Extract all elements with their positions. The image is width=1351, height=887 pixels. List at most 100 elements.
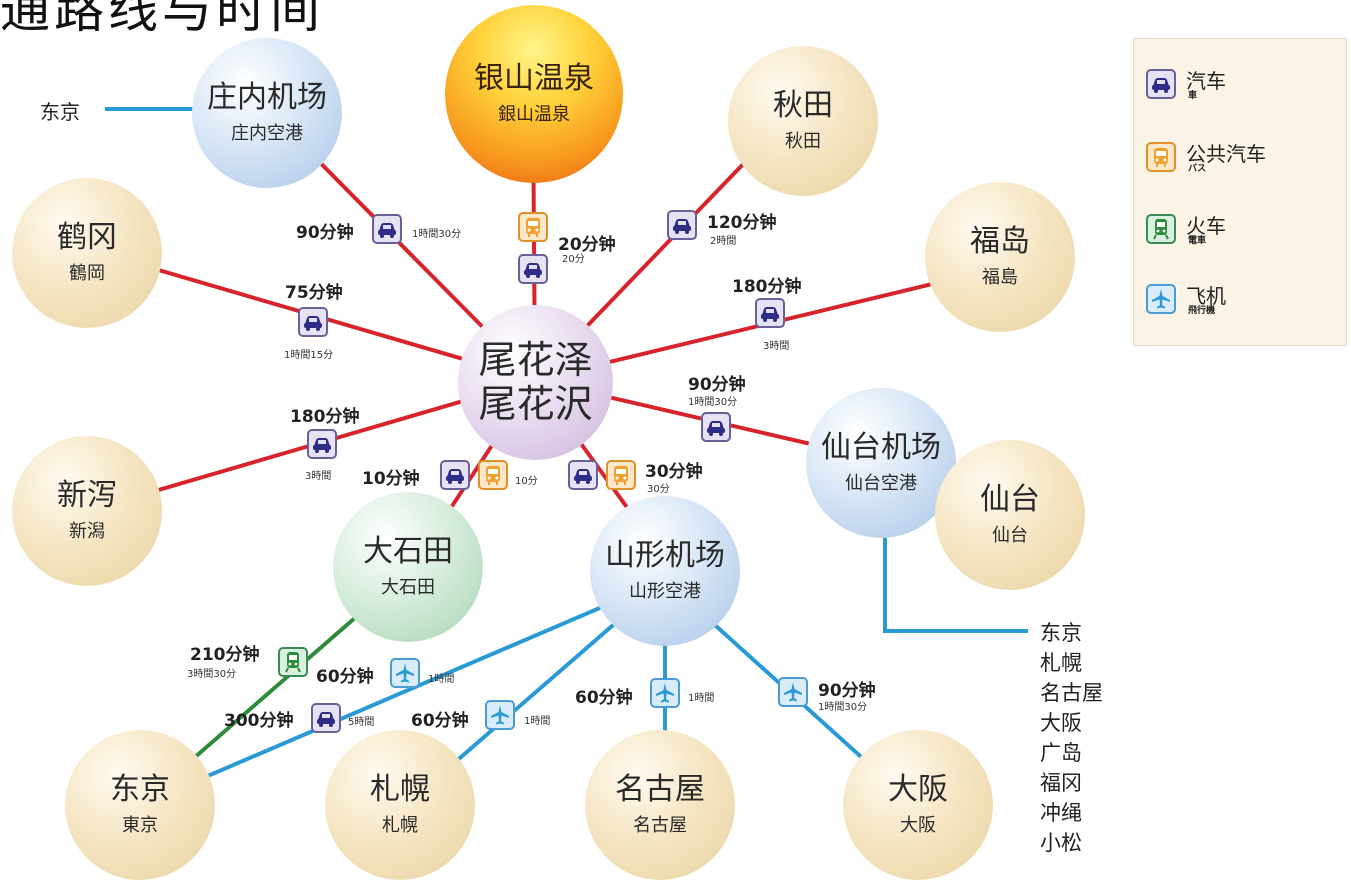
legend: 汽车 車 公共汽车 バス 火车 電車 飞机 飛行機 — [1133, 38, 1347, 346]
node-obanazawa: 尾花泽 尾花沢 — [458, 305, 613, 460]
route-time-tsuruoka: 75分钟 — [285, 283, 343, 303]
car-icon — [311, 703, 341, 733]
node-label-jp: 大阪 — [900, 814, 936, 836]
train-icon — [1146, 214, 1176, 244]
node-label-jp: 大石田 — [381, 576, 435, 598]
car-icon — [667, 210, 697, 240]
air-sendai-destinations — [883, 530, 1028, 633]
node-label-zh: 银山温泉 — [474, 61, 594, 97]
legend-label-zh: 汽车 — [1186, 69, 1226, 93]
node-fukushima: 福岛 福島 — [925, 182, 1075, 332]
route-time-akita: 120分钟 — [707, 213, 777, 233]
node-label-jp: 仙台空港 — [845, 472, 917, 494]
car-icon — [1146, 69, 1176, 99]
plane-icon — [485, 700, 515, 730]
shonai-destination: 东京 — [40, 100, 80, 124]
legend-label-zh: 公共汽车 — [1186, 142, 1266, 166]
car-icon — [298, 307, 328, 337]
node-label-jp: 山形空港 — [629, 580, 701, 602]
node-sapporo: 札幌 札幌 — [325, 730, 475, 880]
route-time-air-tokyo: 60分钟 — [316, 667, 374, 687]
list-item: 广岛 — [1040, 741, 1082, 765]
route-sub-niigata: 3時間 — [305, 471, 332, 482]
plane-icon — [650, 678, 680, 708]
node-label-zh: 秋田 — [773, 88, 833, 124]
route-sub-tsuruoka: 1時間15分 — [284, 350, 334, 361]
node-yamagata-airport: 山形机场 山形空港 — [590, 496, 740, 646]
car-icon — [440, 460, 470, 490]
node-label-zh: 大阪 — [888, 772, 948, 808]
node-akita: 秋田 秋田 — [728, 46, 878, 196]
bus-icon — [606, 460, 636, 490]
node-label-zh: 名古屋 — [615, 772, 705, 808]
train-icon — [278, 647, 308, 677]
legend-label-jp: 車 — [1188, 91, 1198, 101]
node-label-jp: 福島 — [982, 266, 1018, 288]
legend-label-zh: 飞机 — [1186, 284, 1226, 308]
node-label-zh: 鹤冈 — [57, 220, 117, 256]
node-label-jp: 名古屋 — [633, 814, 687, 836]
legend-label-jp: 電車 — [1188, 236, 1207, 246]
route-sub-oishida-tokyo-train: 3時間30分 — [187, 669, 237, 680]
node-label-zh: 仙台 — [980, 482, 1040, 518]
node-label-jp: 東京 — [122, 814, 158, 836]
route-sub-oishida: 10分 — [515, 476, 538, 487]
legend-label-jp: 飛行機 — [1188, 306, 1216, 316]
route-time-ginzan: 20分钟 — [558, 235, 616, 255]
node-label-jp: 仙台 — [992, 524, 1028, 546]
plane-icon — [390, 658, 420, 688]
car-icon — [701, 412, 731, 442]
plane-icon — [778, 677, 808, 707]
list-item: 东京 — [1040, 621, 1082, 645]
node-oishida: 大石田 大石田 — [333, 492, 483, 642]
node-label-zh: 山形机场 — [605, 538, 725, 574]
node-shonai-airport: 庄内机场 庄内空港 — [192, 38, 342, 188]
node-label-zh: 大石田 — [363, 534, 453, 570]
route-sub-fukushima: 3時間 — [763, 341, 790, 352]
route-time-air-sapporo: 60分钟 — [411, 711, 469, 731]
node-label-jp: 秋田 — [785, 130, 821, 152]
route-time-shonai: 90分钟 — [296, 223, 354, 243]
node-label-jp: 尾花沢 — [478, 381, 593, 426]
bus-icon — [478, 460, 508, 490]
car-icon — [518, 254, 548, 284]
list-item: 大阪 — [1040, 711, 1082, 735]
route-time-air-osaka: 90分钟 — [818, 681, 876, 701]
route-time-yamagata-airport: 30分钟 — [645, 462, 703, 482]
node-ginzan-onsen: 银山温泉 銀山温泉 — [445, 5, 623, 183]
route-sub-air-tokyo: 1時間 — [428, 674, 455, 685]
node-sendai-airport: 仙台机场 仙台空港 — [806, 388, 956, 538]
route-sub-air-nagoya: 1時間 — [688, 693, 715, 704]
sendai-destination-list: 东京 札幌 名古屋 大阪 广岛 福冈 冲绳 小松 — [1040, 618, 1103, 858]
list-item: 小松 — [1040, 831, 1082, 855]
node-label-zh: 尾花泽 — [478, 337, 593, 382]
route-sub-akita: 2時間 — [710, 236, 737, 247]
node-label-zh: 新泻 — [57, 478, 117, 514]
route-sub-air-sapporo: 1時間 — [524, 716, 551, 727]
node-label-jp: 札幌 — [382, 814, 418, 836]
node-label-zh: 福岛 — [970, 224, 1030, 260]
route-sub-air-osaka: 1時間30分 — [818, 702, 868, 713]
node-label-jp: 鶴岡 — [69, 262, 105, 284]
route-time-oishida: 10分钟 — [362, 469, 420, 489]
node-label-zh: 东京 — [110, 772, 170, 808]
air-yamagata-tokyo — [139, 578, 666, 807]
route-time-oishida-tokyo-train: 210分钟 — [190, 645, 260, 665]
route-sub-ginzan: 20分 — [562, 254, 585, 265]
route-time-niigata: 180分钟 — [290, 407, 360, 427]
route-time-sendai-airport: 90分钟 — [688, 375, 746, 395]
route-sub-oishida-tokyo-car: 5時間 — [348, 717, 375, 728]
list-item: 冲绳 — [1040, 801, 1082, 825]
route-time-oishida-tokyo-car: 300分钟 — [224, 711, 294, 731]
page-title: 通路线与时间 — [0, 0, 324, 39]
bus-icon — [518, 212, 548, 242]
node-niigata: 新泻 新潟 — [12, 436, 162, 586]
node-label-zh: 仙台机场 — [821, 430, 941, 466]
node-label-jp: 銀山温泉 — [498, 103, 570, 125]
node-tokyo: 东京 東京 — [65, 730, 215, 880]
node-nagoya: 名古屋 名古屋 — [585, 730, 735, 880]
car-icon — [307, 429, 337, 459]
plane-icon — [1146, 284, 1176, 314]
car-icon — [755, 298, 785, 328]
